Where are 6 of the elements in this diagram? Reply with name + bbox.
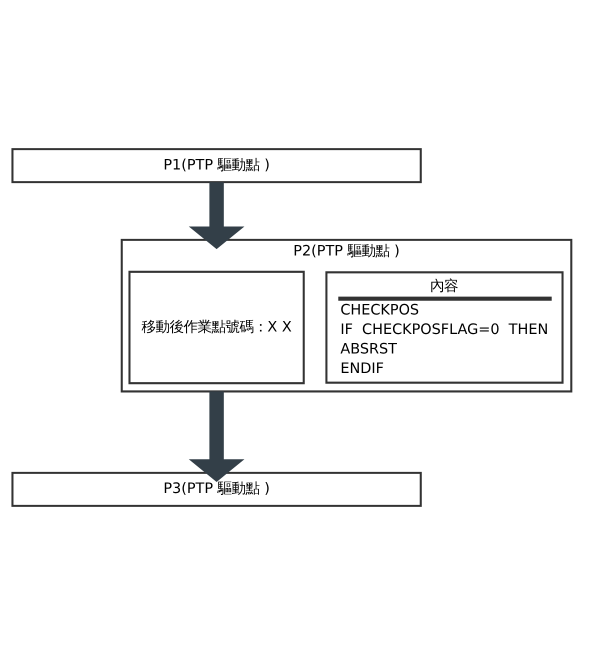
node-box: P1(PTP 驅動點 ) [11, 148, 422, 184]
node-box: 移動後作業點號碼：X X [128, 270, 305, 384]
arrow [188, 391, 244, 482]
node-box: P3(PTP 驅動點 ) [11, 472, 422, 507]
arrow [188, 182, 244, 250]
node-box: 內容 CHECKPOS IF CHECKPOSFLAG=0 THEN ABSRST ENDIF [325, 271, 564, 384]
